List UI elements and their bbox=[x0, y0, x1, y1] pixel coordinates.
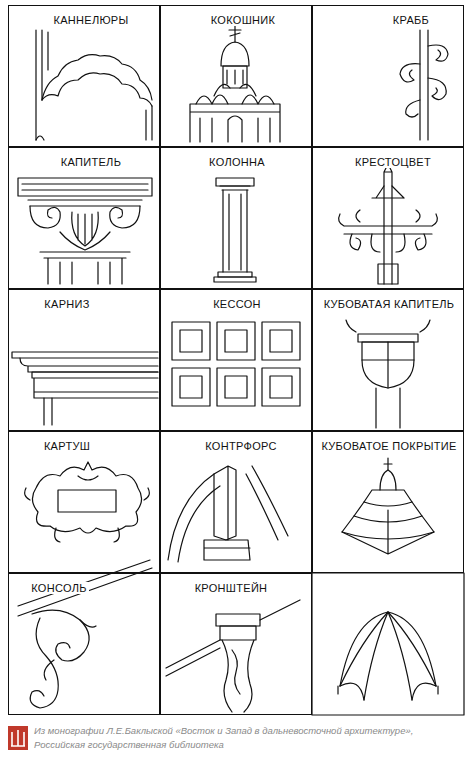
term-cell: КОНСОЛЬ bbox=[8, 573, 160, 715]
crabb-drawing bbox=[400, 30, 448, 140]
cornice-drawing bbox=[12, 352, 158, 425]
cartouche-drawing bbox=[25, 462, 150, 542]
term-label: КАПИТЕЛЬ bbox=[59, 156, 123, 168]
empty-cell bbox=[312, 573, 464, 715]
console-drawing bbox=[18, 560, 152, 708]
term-cell: КОЛОННА bbox=[160, 147, 312, 289]
term-label: КАРНИЗ bbox=[42, 298, 91, 310]
term-cell: КУБОВАТАЯ КАПИТЕЛЬ bbox=[312, 289, 464, 431]
term-cell: КЕССОН bbox=[160, 289, 312, 431]
term-cell: КОКОШНИК bbox=[160, 5, 312, 147]
term-label: КРАББ bbox=[391, 14, 431, 26]
capital-drawing bbox=[18, 178, 152, 284]
term-cell: КРОНШТЕЙН bbox=[160, 573, 312, 715]
term-label: КОКОШНИК bbox=[209, 14, 277, 26]
term-label: КРЕСТОЦВЕТ bbox=[353, 156, 433, 168]
term-cell: КРАББ bbox=[312, 5, 464, 147]
term-cell: КУБОВАТОЕ ПОКРЫТИЕ bbox=[312, 431, 464, 573]
finial-drawing bbox=[339, 164, 438, 284]
term-cell: КАРНИЗ bbox=[8, 289, 160, 431]
church-drawing bbox=[190, 24, 280, 142]
term-cell: КАРТУШ bbox=[8, 431, 160, 573]
column-drawing bbox=[214, 178, 256, 282]
term-cell: КАННЕЛЮРЫ bbox=[8, 5, 160, 147]
term-label: КЕССОН bbox=[211, 298, 263, 310]
bracket-drawing bbox=[166, 600, 300, 712]
flutes-drawing bbox=[36, 30, 152, 140]
library-logo bbox=[8, 726, 28, 750]
term-label: КОНТРФОРС bbox=[203, 440, 279, 452]
watermark: Из монографии Л.Е.Баклыской «Восток и За… bbox=[34, 724, 454, 752]
term-label: КОНСОЛЬ bbox=[29, 582, 88, 594]
term-label: КАРТУШ bbox=[42, 440, 92, 452]
term-cell: КРЕСТОЦВЕТ bbox=[312, 147, 464, 289]
buttress-drawing bbox=[168, 466, 288, 562]
term-label: КОЛОННА bbox=[207, 156, 267, 168]
term-label: КУБОВАТАЯ КАПИТЕЛЬ bbox=[322, 298, 457, 310]
cubic-roof-drawing bbox=[342, 458, 434, 554]
term-label: КУБОВАТОЕ ПОКРЫТИЕ bbox=[319, 440, 458, 452]
term-label: КРОНШТЕЙН bbox=[193, 582, 270, 594]
vault-drawing bbox=[338, 612, 438, 700]
term-cell: КОНТРФОРС bbox=[160, 431, 312, 573]
term-label: КАННЕЛЮРЫ bbox=[51, 14, 130, 26]
term-cell: КАПИТЕЛЬ bbox=[8, 147, 160, 289]
caisson-drawing bbox=[172, 322, 300, 406]
cubic-capital-drawing bbox=[346, 320, 430, 428]
